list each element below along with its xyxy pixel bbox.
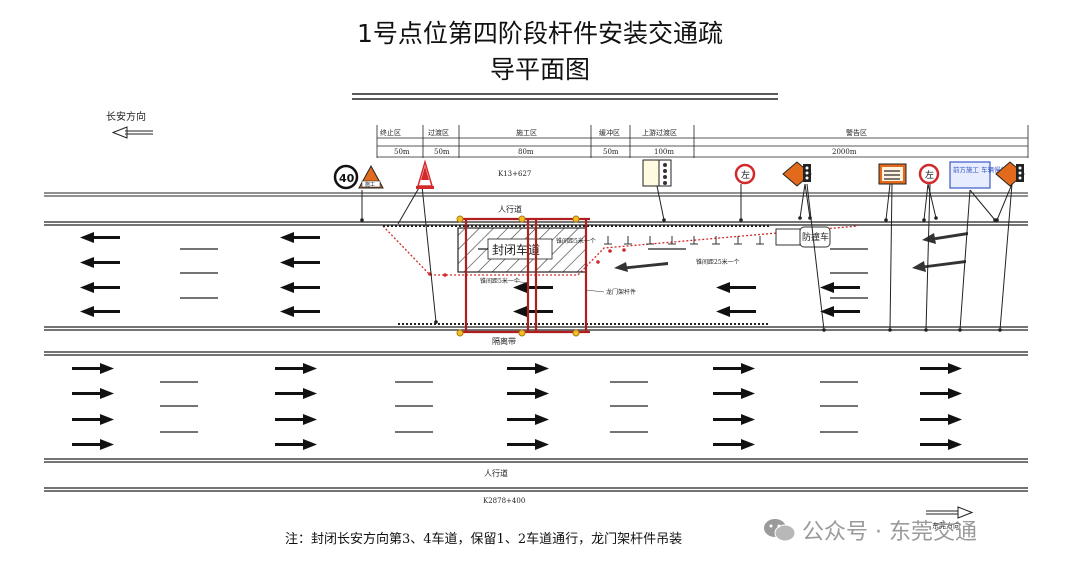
arrow-board-icon: [642, 159, 672, 187]
direction-top-label: 长安方向: [106, 110, 146, 123]
variable-message-sign: [949, 161, 991, 189]
crash-truck-label: 防撞车: [802, 231, 829, 243]
right-arrow-icon: [507, 363, 549, 374]
right-arrow-icon-group: [72, 363, 962, 450]
zone-length-1: 50m: [434, 148, 450, 156]
right-arrow-icon: [72, 439, 114, 450]
watermark: 公众号 · 东莞交通: [762, 514, 977, 546]
left-arrow-icon: [716, 282, 756, 293]
cone-interval-5-label: 锥间距5米一个: [556, 237, 596, 245]
construction-warning-icon: 施工: [358, 164, 384, 189]
right-arrow-icon: [275, 388, 317, 399]
right-arrow-icon: [713, 439, 755, 450]
cone-dots: [428, 248, 626, 277]
lane-markings-bottom: [160, 381, 858, 433]
stake-bottom-label: K2878+400: [483, 497, 525, 505]
watermark-text: 公众号 · 东莞交通: [802, 520, 977, 545]
stake-top-label: K13+627: [498, 170, 531, 178]
right-arrow-icon: [713, 414, 755, 425]
zone-name-1: 过渡区: [428, 128, 449, 137]
right-arrow-icon: [507, 414, 549, 425]
right-arrow-icon: [275, 439, 317, 450]
lane-change-sign-text: 左: [741, 169, 750, 181]
zone-name-3: 缓冲区: [599, 128, 620, 137]
arrow-left-icon: [111, 126, 153, 139]
cone-interval-5-label-b: 锥间距5米一个: [480, 277, 520, 285]
right-arrow-icon: [72, 414, 114, 425]
right-arrow-icon: [920, 363, 962, 374]
right-arrow-icon: [72, 388, 114, 399]
diamond-warning-sign-icon: [782, 161, 812, 187]
title-line-2: 导平面图: [489, 55, 590, 84]
right-arrow-icon: [275, 363, 317, 374]
left-arrow-icon: [820, 282, 860, 293]
right-arrow-icon: [920, 388, 962, 399]
lane-closed-sign-icon: [878, 163, 907, 185]
left-arrow-icon: [80, 306, 120, 317]
sidewalk-top-label: 人行道: [498, 204, 522, 214]
median-label: 隔离带: [492, 336, 516, 346]
closed-lane-label: 封闭车道: [492, 242, 540, 257]
left-arrow-icon: [280, 306, 320, 317]
left-arrow-icon: [716, 306, 756, 317]
variable-message-text: 前方施工 车辆慢行: [953, 165, 1008, 174]
merge-arrow-icon: [912, 260, 966, 272]
speed-limit-value: 40: [339, 172, 355, 185]
construction-warning-text: 施工: [365, 181, 375, 188]
right-arrow-icon: [507, 388, 549, 399]
arrow-right-icon: [926, 506, 974, 519]
left-arrow-icon-group: [80, 232, 860, 317]
merge-arrow-icon: [614, 262, 668, 272]
left-arrow-icon: [80, 232, 120, 243]
left-arrow-icon: [820, 306, 860, 317]
traffic-cone-icon: [416, 159, 434, 189]
cone-line: [382, 225, 859, 276]
lane-change-sign-icon: 左: [734, 163, 756, 185]
crash-truck: [775, 226, 831, 248]
zone-header: [376, 125, 1029, 158]
sign-leader-lines: [361, 183, 1013, 331]
right-arrow-icon: [713, 363, 755, 374]
lane-change-sign-text-2: 左: [925, 169, 934, 181]
left-arrow-icon: [80, 257, 120, 268]
zone-length-0: 50m: [394, 148, 410, 156]
left-arrow-icon: [280, 257, 320, 268]
direction-bottom-label: 东莞方向: [932, 521, 960, 530]
gantry-pins: [456, 215, 580, 337]
cone-markers: [604, 236, 764, 245]
wechat-icon: [764, 519, 796, 542]
zone-name-5: 警告区: [846, 128, 867, 137]
right-arrow-icon: [72, 363, 114, 374]
left-arrow-icon: [280, 232, 320, 243]
zone-length-3: 50m: [603, 148, 619, 156]
zone-name-4: 上游过渡区: [642, 128, 677, 137]
left-arrow-icon: [513, 282, 553, 293]
sign-post-dots: [360, 216, 1002, 332]
right-arrow-icon: [920, 414, 962, 425]
right-arrow-icon: [713, 388, 755, 399]
diamond-warning-sign-icon-2: [995, 161, 1025, 187]
sidewalk-bottom-label: 人行道: [484, 468, 508, 478]
left-arrow-icon: [513, 306, 553, 317]
left-arrow-icon: [80, 282, 120, 293]
lane-markings-top: [180, 248, 868, 299]
footnote: 注：封闭长安方向第3、4车道，保留1、2车道通行，龙门架杆件吊装: [285, 532, 683, 547]
lane-change-sign-icon-2: 左: [918, 163, 940, 185]
gantry-label: 龙门架杆件: [606, 288, 636, 296]
zone-length-4: 100m: [654, 148, 674, 156]
zone-length-5: 2000m: [832, 148, 857, 156]
right-arrow-icon: [507, 439, 549, 450]
zone-length-2: 80m: [518, 148, 534, 156]
right-arrow-icon: [275, 414, 317, 425]
left-arrow-icon: [280, 282, 320, 293]
speed-limit-sign-icon: [333, 164, 359, 190]
cone-interval-25-label: 锥间距25米一个: [696, 258, 740, 266]
zone-name-0: 终止区: [380, 128, 401, 137]
right-arrow-icon: [920, 439, 962, 450]
zone-name-2: 施工区: [516, 128, 537, 137]
title-line-1: 1号点位第四阶段杆件安装交通疏: [357, 19, 723, 48]
